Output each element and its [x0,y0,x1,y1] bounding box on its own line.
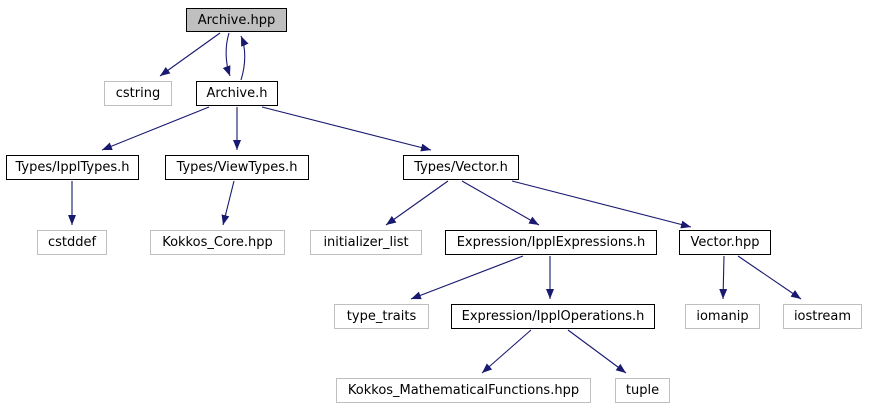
node-kokkos-core[interactable]: Kokkos_Core.hpp [150,230,285,255]
node-iostream[interactable]: iostream [783,304,862,329]
edge-archive-h-to-ippl-types [101,106,210,151]
edge-vector-h-to-initializer-list [385,180,449,226]
node-ippl-operations[interactable]: Expression/IpplOperations.h [451,304,655,329]
node-archive-h[interactable]: Archive.h [196,81,278,106]
node-kokkos-math[interactable]: Kokkos_MathematicalFunctions.hpp [336,378,591,403]
node-iomanip[interactable]: iomanip [685,304,760,329]
edge-ippl-operations-to-kokkos-math [481,329,532,374]
node-initializer-list[interactable]: initializer_list [310,230,422,255]
node-archive-hpp[interactable]: Archive.hpp [186,8,287,32]
node-type-traits[interactable]: type_traits [334,304,429,329]
edge-view-types-to-kokkos-core [221,180,235,226]
node-vector-h[interactable]: Types/Vector.h [403,155,519,180]
node-ippl-expressions[interactable]: Expression/IpplExpressions.h [445,230,657,255]
edge-vector-h-to-ippl-expressions [461,180,540,226]
node-ippl-types[interactable]: Types/IpplTypes.h [6,155,139,180]
edge-archive-h-to-vector-h [261,106,432,152]
node-tuple[interactable]: tuple [615,378,670,403]
node-cstddef[interactable]: cstddef [37,230,107,255]
edge-ippl-expressions-to-type-traits [410,255,524,300]
node-vector-hpp[interactable]: Vector.hpp [679,230,771,255]
edge-archive-hpp-to-archive-h [222,32,231,77]
edge-ippl-operations-to-tuple [567,329,627,374]
edge-vector-h-to-vector-hpp [511,180,692,229]
node-cstring[interactable]: cstring [104,81,172,106]
edge-vector-hpp-to-iostream [737,255,802,300]
edge-archive-hpp-to-cstring [159,32,221,77]
edge-vector-hpp-to-iomanip [719,255,728,300]
node-view-types[interactable]: Types/ViewTypes.h [165,155,309,180]
edge-archive-h-to-archive-hpp [240,35,249,81]
